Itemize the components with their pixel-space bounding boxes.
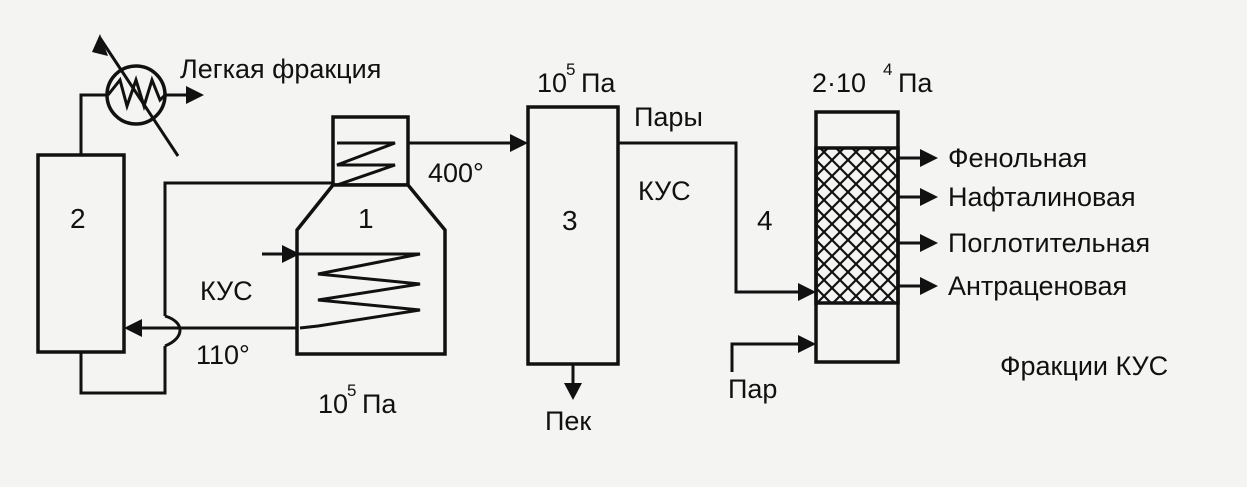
fraction-arrow <box>920 277 938 295</box>
arrow-vapors <box>798 283 816 301</box>
svg-text:Па: Па <box>362 389 397 419</box>
fraction-arrow <box>920 149 938 167</box>
light-fraction-label: Легкая фракция <box>180 54 381 84</box>
kus-left-label: КУС <box>200 276 253 306</box>
arrow-pitch <box>564 383 582 400</box>
column-4-pressure: 2·10 4 Па <box>812 60 933 98</box>
line-steam <box>730 342 800 372</box>
arrow-into-col2 <box>124 319 142 337</box>
arrow-steam <box>798 335 816 353</box>
unit-4-number: 4 <box>757 205 773 236</box>
unit-3-number: 3 <box>562 205 578 236</box>
column-4-packing <box>814 146 900 305</box>
fraction-arrow <box>920 188 938 206</box>
steam-label: Пар <box>728 374 777 404</box>
line-to-condenser <box>163 181 345 316</box>
vapors-label: Пары <box>634 102 703 132</box>
fraction-outputs: ФенольнаяНафталиноваяПоглотительнаяАнтра… <box>898 143 1150 301</box>
svg-text:2·10: 2·10 <box>812 68 866 98</box>
svg-text:5: 5 <box>347 381 356 400</box>
temp-400-label: 400° <box>428 158 484 188</box>
caption-label: Фракции КУС <box>1000 351 1168 381</box>
unit-1-number: 1 <box>358 203 374 234</box>
svg-text:5: 5 <box>566 60 575 79</box>
svg-text:Па: Па <box>898 68 933 98</box>
line-col2-to-exchanger <box>79 93 108 155</box>
svg-text:10: 10 <box>318 389 348 419</box>
svg-text:Па: Па <box>581 68 616 98</box>
heat-exchanger-icon <box>92 34 204 157</box>
fraction-label: Нафталиновая <box>948 182 1136 212</box>
line-vapors <box>618 141 800 294</box>
column-3-pressure: 10 5 Па <box>537 60 616 98</box>
fraction-label: Фенольная <box>948 143 1087 173</box>
line-crossover-jog <box>164 314 182 348</box>
temp-110-label: 110° <box>196 340 250 370</box>
fraction-label: Поглотительная <box>948 228 1150 258</box>
pitch-label: Пек <box>545 406 591 436</box>
unit-2-number: 2 <box>70 203 86 234</box>
column-3 <box>526 105 620 366</box>
svg-text:4: 4 <box>883 60 892 79</box>
fraction-label: Антраценовая <box>948 271 1127 301</box>
kus-top-label: КУС <box>638 176 691 206</box>
fraction-arrow <box>920 234 938 252</box>
svg-text:10: 10 <box>537 68 567 98</box>
furnace-pressure: 10 5 Па <box>318 381 397 419</box>
column-2 <box>36 153 126 354</box>
arrow-into-col3 <box>510 134 528 152</box>
furnace-1 <box>262 115 447 356</box>
line-col2-bottom <box>79 346 167 395</box>
